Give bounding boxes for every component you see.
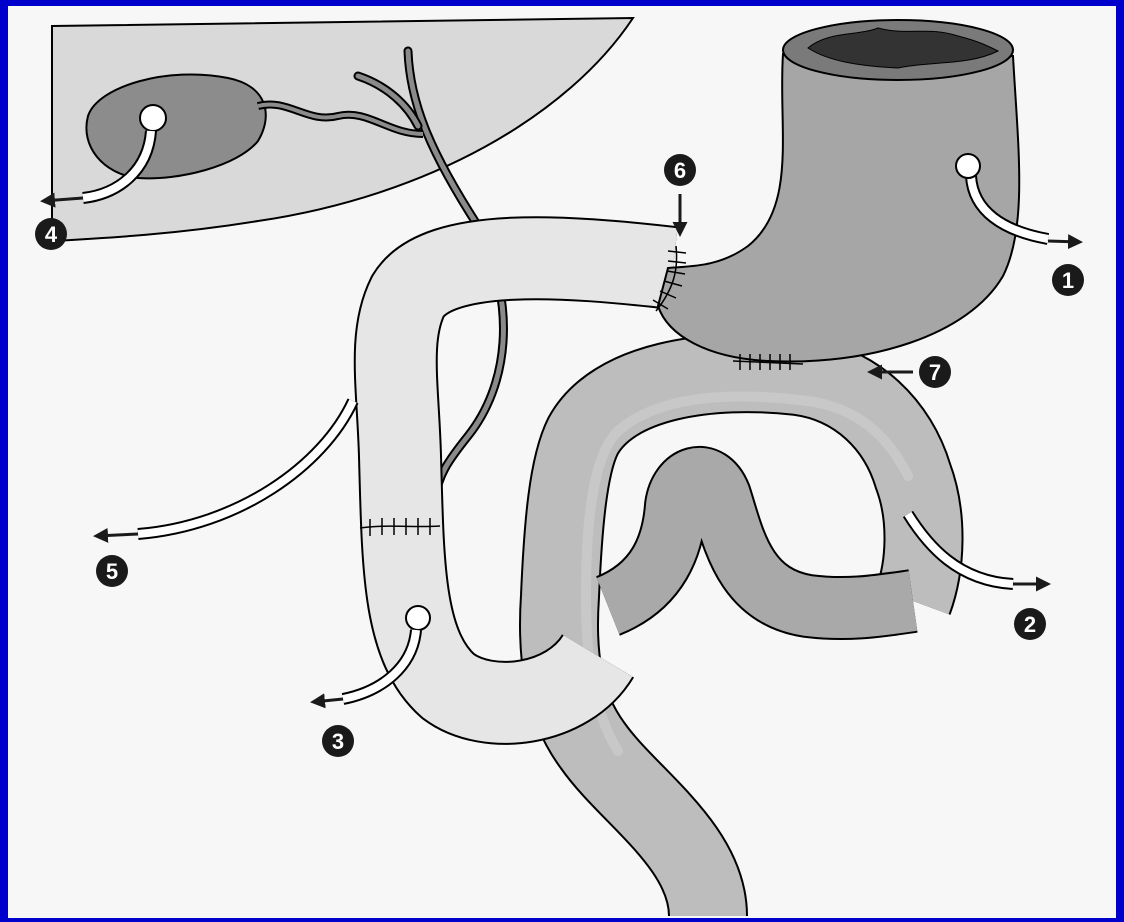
marker-3: 3 <box>322 725 354 757</box>
surgical-anatomy-diagram: 1 2 3 4 5 6 7 <box>8 6 1116 918</box>
svg-text:3: 3 <box>332 729 344 754</box>
svg-text:1: 1 <box>1062 268 1074 293</box>
svg-text:5: 5 <box>106 559 118 584</box>
marker-4: 4 <box>35 218 67 250</box>
diagram-frame: 1 2 3 4 5 6 7 <box>8 6 1116 918</box>
marker-1: 1 <box>1052 264 1084 296</box>
marker-6: 6 <box>664 154 696 186</box>
svg-text:4: 4 <box>45 222 58 247</box>
marker-5: 5 <box>96 555 128 587</box>
svg-text:7: 7 <box>929 360 941 385</box>
svg-text:2: 2 <box>1024 612 1036 637</box>
marker-2: 2 <box>1014 608 1046 640</box>
svg-text:6: 6 <box>674 158 686 183</box>
drain-tube-5 <box>96 401 353 536</box>
stomach <box>658 54 1019 362</box>
marker-7: 7 <box>919 356 951 388</box>
